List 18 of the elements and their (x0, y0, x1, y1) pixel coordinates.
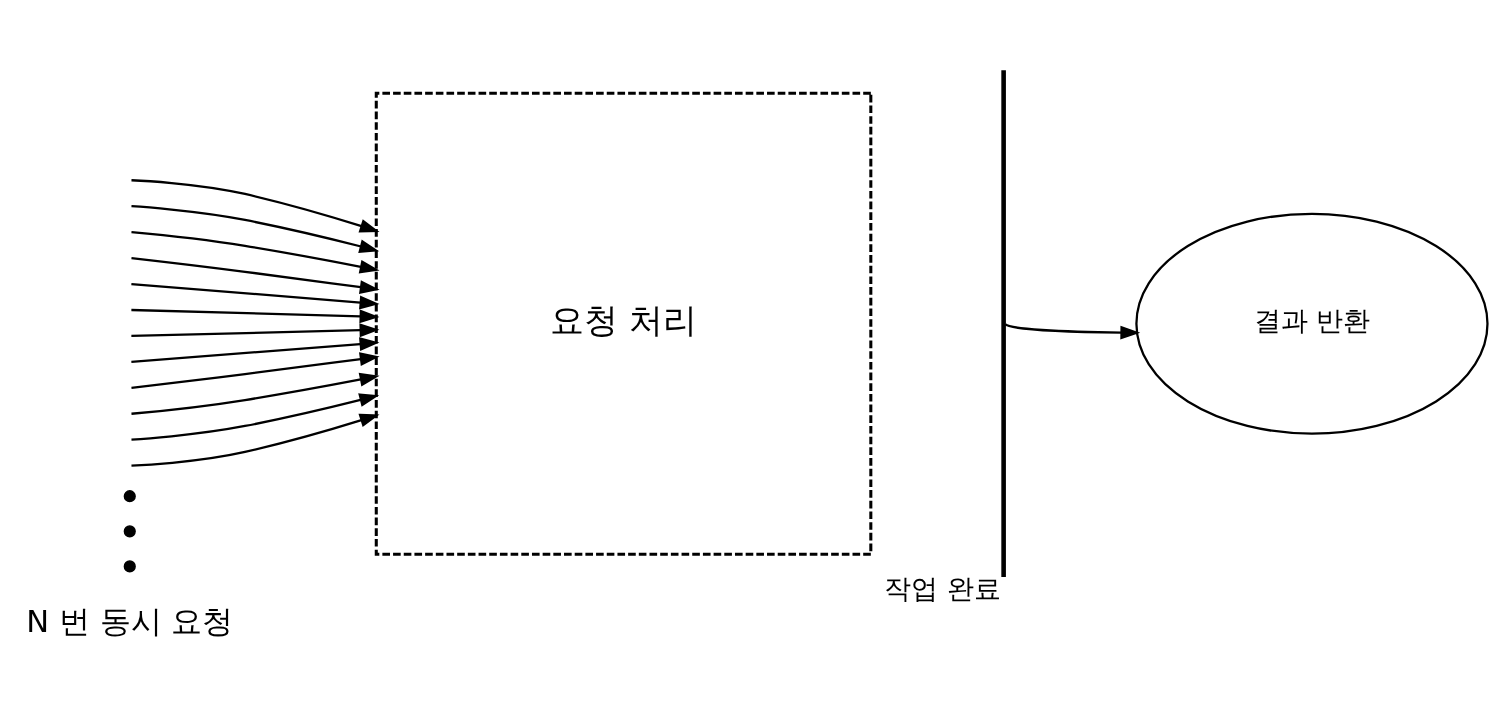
arrow (131, 336, 380, 363)
arrow (131, 282, 380, 309)
arrow (131, 178, 380, 232)
label: N 번 동시 요청 (26, 603, 234, 639)
arrow (131, 392, 380, 441)
arrow (1004, 322, 1141, 340)
arrow (131, 308, 380, 323)
arrow (131, 322, 380, 337)
node-bar (1001, 69, 1006, 577)
arrow (131, 351, 380, 389)
node-box: 요청 처리 (374, 91, 873, 556)
arrow (131, 230, 380, 274)
arrow (131, 256, 380, 294)
arrow (131, 413, 380, 467)
node-label: 작업 완료 (884, 572, 1001, 604)
node-ellipse: 결과 반환 (1135, 212, 1489, 435)
arrow (131, 204, 380, 253)
arrow (131, 372, 380, 415)
